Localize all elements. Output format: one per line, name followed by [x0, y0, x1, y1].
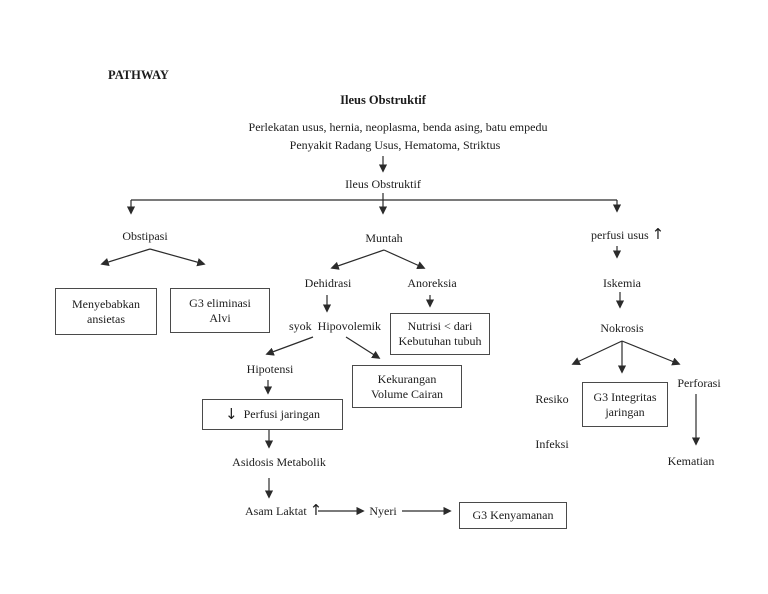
box-line: jaringan — [605, 404, 645, 419]
node-asidosis-metabolik: Asidosis Metabolik — [232, 455, 326, 469]
box-line: Alvi — [209, 310, 231, 325]
node-iskemia: Iskemia — [603, 276, 641, 290]
asam-laktat-label: Asam Laktat — [245, 504, 310, 518]
box-perfusi-jaringan: ↓ Perfusi jaringan — [202, 399, 343, 430]
node-anoreksia: Anoreksia — [407, 276, 457, 290]
node-ileus-obstruktif: Ileus Obstruktif — [345, 177, 421, 191]
node-dehidrasi: Dehidrasi — [304, 276, 352, 290]
infeksi-line: Infeksi — [535, 437, 569, 451]
box-line: G3 Integritas — [593, 389, 657, 404]
up-arrow-icon: ↑ — [651, 225, 665, 243]
node-kematian: Kematian — [667, 454, 715, 468]
box-line: Kebutuhan tubuh — [398, 334, 482, 348]
up-arrow-icon: ↑ — [309, 501, 323, 519]
box-line: G3 Kenyamanan — [472, 508, 554, 522]
pathway-title: PATHWAY — [108, 68, 169, 82]
node-syok-hipovolemik: syok Hipovolemik — [289, 319, 381, 333]
box-line: Volume Cairan — [370, 386, 444, 401]
node-nokrosis: Nokrosis — [600, 321, 644, 335]
node-asam-laktat: Asam Laktat ↑ — [245, 501, 323, 519]
box-nutrisi-kurang-dari-kebutuhan: Nutrisi < dari Kebutuhan tubuh — [390, 313, 490, 355]
node-resiko-infeksi: Resiko Infeksi — [535, 362, 568, 482]
box-line: Perfusi jaringan — [243, 407, 320, 421]
down-arrow-icon: ↓ — [225, 404, 238, 423]
resiko-line: Resiko — [535, 392, 569, 406]
node-nyeri: Nyeri — [369, 504, 397, 518]
box-line: ansietas — [87, 311, 125, 326]
box-g3-integritas-jaringan: G3 Integritas jaringan — [582, 382, 668, 427]
perfusi-usus-label: perfusi usus — [591, 228, 652, 242]
diagnosis-heading: Ileus Obstruktif — [340, 93, 426, 107]
box-g3-eliminasi-alvi: G3 eliminasi Alvi — [170, 288, 270, 333]
box-kekurangan-volume-cairan: Kekurangan Volume Cairan — [352, 365, 462, 408]
box-line: Kekurangan — [377, 371, 437, 386]
node-obstipasi: Obstipasi — [122, 229, 168, 243]
etiology-line-2: Penyakit Radang Usus, Hematoma, Striktus — [289, 138, 501, 152]
box-menyebabkan-ansietas: Menyebabkan ansietas — [55, 288, 157, 335]
etiology-line-1: Perlekatan usus, hernia, neoplasma, bend… — [248, 120, 548, 134]
box-line: Nutrisi < dari — [407, 319, 473, 333]
box-line: G3 eliminasi — [189, 295, 251, 310]
node-perfusi-usus: perfusi usus ↑ — [591, 225, 665, 243]
box-g3-kenyamanan: G3 Kenyamanan — [459, 502, 567, 529]
node-hipotensi: Hipotensi — [246, 362, 294, 376]
box-line: Menyebabkan — [72, 296, 140, 311]
node-muntah: Muntah — [365, 231, 403, 245]
node-perforasi: Perforasi — [677, 376, 721, 390]
